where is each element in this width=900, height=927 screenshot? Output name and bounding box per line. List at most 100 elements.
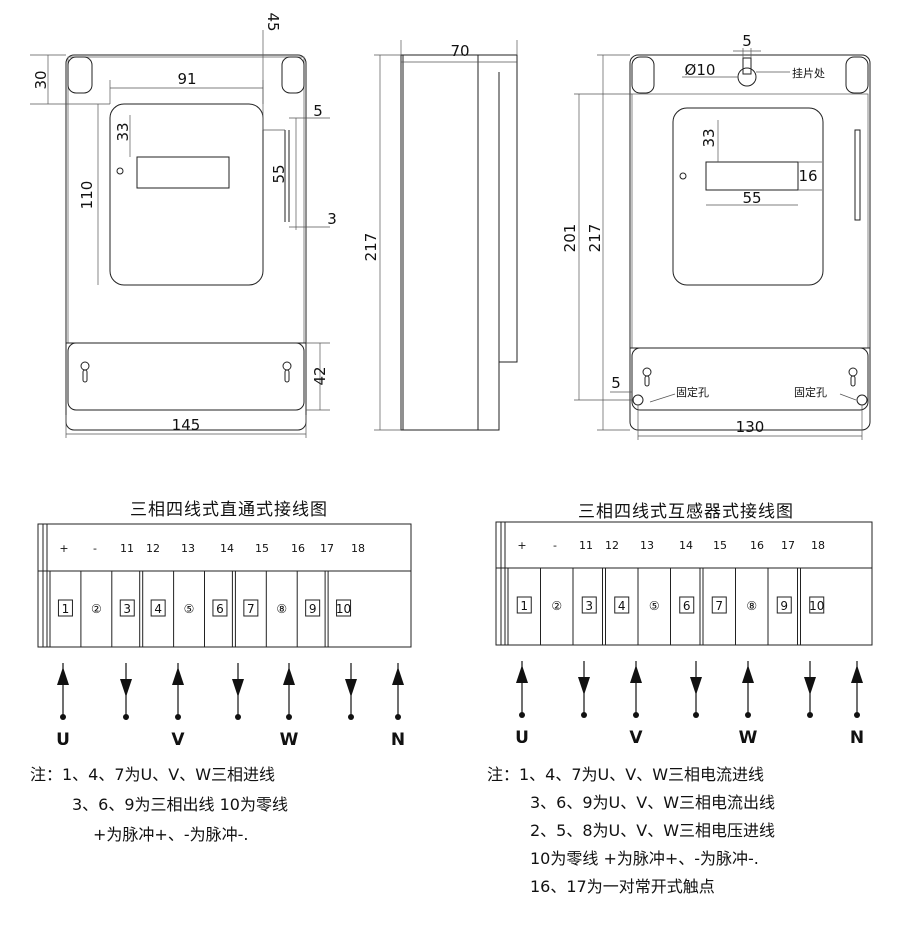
- note-line: 3、6、9为U、V、W三相电流出线: [530, 793, 775, 812]
- dim-front-window-width: 91: [177, 70, 196, 88]
- phase-label: U: [56, 730, 70, 750]
- terminal-box: [614, 596, 630, 614]
- terminal-number: ②: [91, 602, 102, 616]
- hang-label: 挂片处: [792, 66, 825, 80]
- terminal-number: 4: [618, 599, 626, 613]
- terminal-top-label: 14: [220, 542, 234, 555]
- phase-label: W: [739, 728, 758, 748]
- diagram-title: 三相四线式互感器式接线图: [578, 502, 794, 522]
- terminal-top-label: 16: [291, 542, 305, 555]
- phase-label: V: [629, 728, 643, 748]
- terminal-number: 9: [309, 602, 317, 616]
- terminal-number: 6: [216, 602, 224, 616]
- terminal-number: 1: [62, 602, 70, 616]
- arrow-down-icon: [690, 677, 702, 695]
- terminal-top-label: 14: [679, 539, 693, 552]
- dim-front-width: 145: [172, 416, 201, 434]
- dim-back-edge: 5: [611, 374, 621, 392]
- arrow-down-icon: [120, 679, 132, 697]
- terminal-top-label: +: [59, 542, 68, 555]
- dim-front-height-top: 30: [32, 70, 50, 89]
- terminal-top-label: 13: [640, 539, 654, 552]
- terminal-top-label: 15: [713, 539, 727, 552]
- terminal-box: [212, 599, 228, 617]
- terminal-number: 3: [585, 599, 593, 613]
- arrow-up-icon: [57, 667, 69, 685]
- arrow-down-icon: [345, 679, 357, 697]
- wire-dot: [745, 712, 751, 718]
- wire-dot: [854, 712, 860, 718]
- terminal-box: [581, 596, 597, 614]
- dim-back-small-h: 16: [798, 167, 817, 185]
- terminal-box: [711, 596, 727, 614]
- note-line: 3、6、9为三相出线 10为零线: [72, 795, 288, 814]
- arrow-down-icon: [232, 679, 244, 697]
- dim-front-bottom-h: 42: [311, 366, 329, 385]
- terminal-top-label: 15: [255, 542, 269, 555]
- phase-label: N: [850, 728, 864, 748]
- wire-dot: [807, 712, 813, 718]
- note-line: 注：1、4、7为U、V、W三相进线: [30, 765, 275, 784]
- terminal-box: [57, 599, 73, 617]
- arrow-up-icon: [516, 665, 528, 683]
- dim-back-inner-height: 201: [561, 224, 579, 253]
- wire-dot: [175, 714, 181, 720]
- dim-front-side-h: 55: [270, 164, 288, 183]
- wire-dot: [395, 714, 401, 720]
- terminal-box: [243, 599, 259, 617]
- terminal-number: ⑤: [649, 599, 660, 613]
- terminal-number: 7: [715, 599, 723, 613]
- back-view: 挂片处 固定孔 固定孔: [561, 32, 871, 440]
- side-view: 70 217: [362, 40, 518, 431]
- wire-dot: [693, 712, 699, 718]
- note-line: 16、17为一对常开式触点: [530, 877, 715, 896]
- arrow-up-icon: [172, 667, 184, 685]
- terminal-top-label: 11: [120, 542, 134, 555]
- terminal-top-label: 12: [605, 539, 619, 552]
- note-line: 10为零线 +为脉冲+、-为脉冲-.: [530, 849, 759, 868]
- dim-back-window-w: 55: [742, 189, 761, 207]
- note-line: 注：1、4、7为U、V、W三相电流进线: [487, 765, 764, 784]
- terminal-number: 10: [336, 602, 351, 616]
- phase-label: U: [515, 728, 529, 748]
- terminal-top-label: 17: [320, 542, 334, 555]
- terminal-number: 4: [154, 602, 162, 616]
- terminal-box: [776, 596, 792, 614]
- dim-front-gap: 5: [313, 102, 323, 120]
- dim-back-window-h: 33: [700, 128, 718, 147]
- phase-label: W: [280, 730, 299, 750]
- terminal-top-label: 17: [781, 539, 795, 552]
- terminal-box: [516, 596, 532, 614]
- dim-back-slot: 5: [742, 32, 752, 50]
- dim-side-height: 217: [362, 233, 380, 262]
- terminal-box: [150, 599, 166, 617]
- terminal-top-label: 16: [750, 539, 764, 552]
- note-line: 2、5、8为U、V、W三相电压进线: [530, 821, 775, 840]
- terminal-number: ⑧: [276, 602, 287, 616]
- terminal-top-label: 11: [579, 539, 593, 552]
- terminal-box: [809, 596, 825, 614]
- wire-dot: [348, 714, 354, 720]
- diagram-title: 三相四线式直通式接线图: [130, 500, 328, 520]
- fix-hole-right-label: 固定孔: [794, 385, 827, 399]
- terminal-top-label: -: [553, 539, 557, 552]
- dim-front-depth-small: 45: [264, 12, 282, 31]
- dim-back-width: 130: [736, 418, 765, 436]
- notes-direct: 注：1、4、7为U、V、W三相进线 3、6、9为三相出线 10为零线 +为脉冲+…: [30, 765, 288, 844]
- terminal-box: [679, 596, 695, 614]
- wire-dot: [633, 712, 639, 718]
- dim-side-depth: 70: [450, 42, 469, 60]
- notes-transformer: 注：1、4、7为U、V、W三相电流进线 3、6、9为U、V、W三相电流出线 2、…: [487, 765, 775, 896]
- terminal-box: [119, 599, 135, 617]
- phase-label: V: [171, 730, 185, 750]
- wire-dot: [235, 714, 241, 720]
- terminal-number: 9: [780, 599, 788, 613]
- arrow-up-icon: [392, 667, 404, 685]
- arrow-up-icon: [283, 667, 295, 685]
- arrow-up-icon: [851, 665, 863, 683]
- arrow-down-icon: [578, 677, 590, 695]
- front-view: 30 91 45 33 5 55 3 110 42 145: [30, 12, 337, 438]
